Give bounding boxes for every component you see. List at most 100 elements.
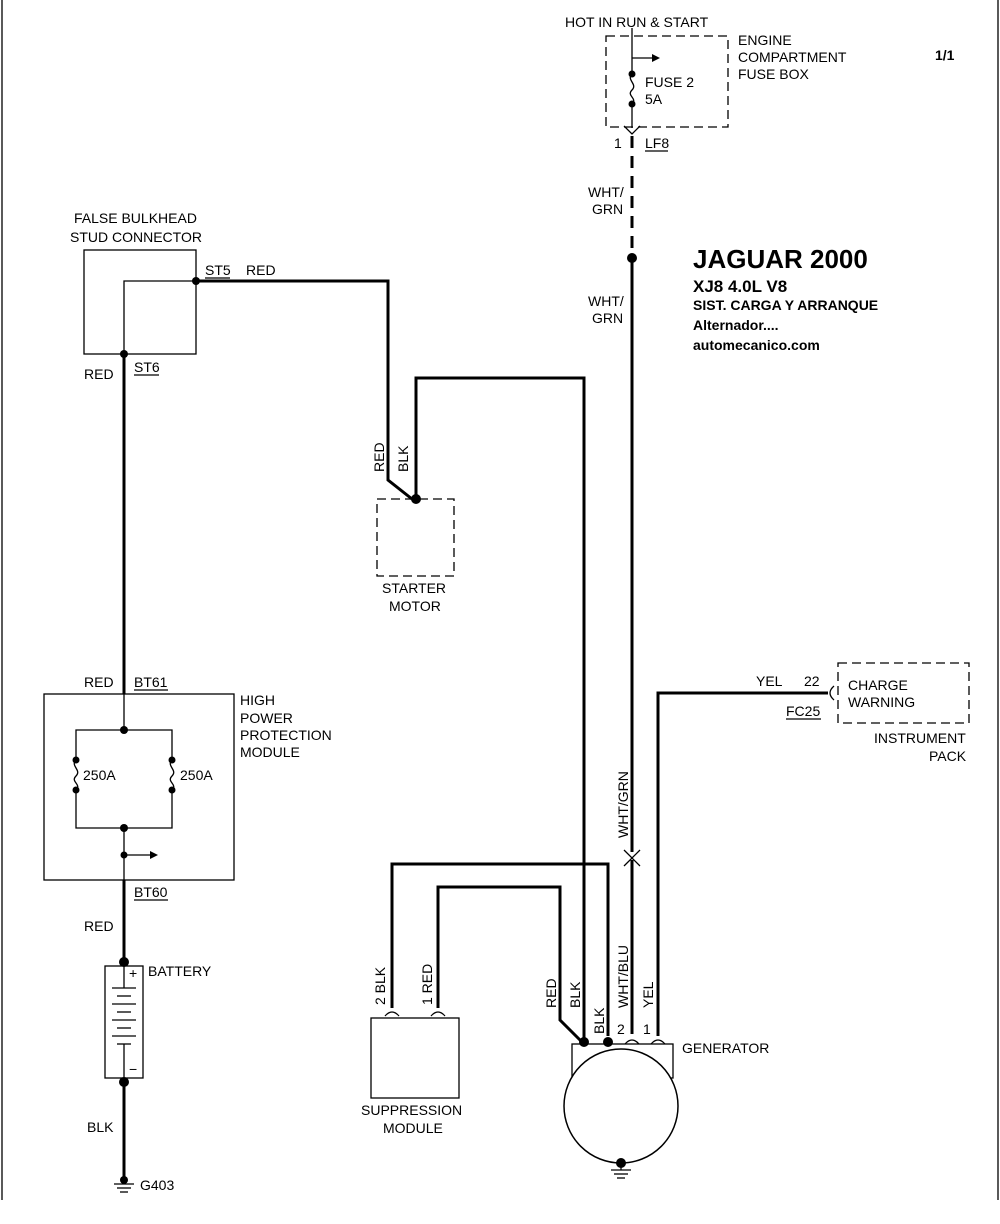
fuse-box-name-2: COMPARTMENT	[738, 49, 847, 65]
starter-red-label: RED	[371, 442, 387, 472]
ground-label: G403	[140, 1177, 174, 1193]
bt61-wire-color: RED	[84, 674, 114, 690]
generator-label: GENERATOR	[682, 1040, 769, 1056]
connector-lf8-symbol	[623, 125, 641, 135]
header-title: JAGUAR 2000	[693, 244, 868, 274]
fuse-box-name-1: ENGINE	[738, 32, 792, 48]
bulkhead-connector: FALSE BULKHEAD STUD CONNECTOR ST5 RED ST…	[70, 210, 276, 382]
charge-warning-2: WARNING	[848, 694, 915, 710]
header-system: SIST. CARGA Y ARRANQUE	[693, 297, 878, 313]
wht-grn-label-1b: GRN	[592, 201, 623, 217]
ground-icon	[611, 1169, 631, 1179]
fc25-connector: FC25	[786, 703, 820, 719]
wht-grn-label-vertical: WHT/GRN	[615, 771, 631, 838]
fuse-250a-left	[73, 759, 79, 791]
module-name-4: MODULE	[240, 744, 300, 760]
protection-module: BT61 HIGH POWER PROTECTION MODULE 250A 2…	[43, 674, 332, 901]
fuse-right-rating: 250A	[180, 767, 213, 783]
supp-pin2-label: 2 BLK	[372, 966, 388, 1005]
engine-fuse-box: HOT IN RUN & START ENGINE COMPARTMENT FU…	[565, 14, 847, 152]
st5-label: ST5	[205, 262, 231, 278]
ground-wire-color: BLK	[87, 1119, 114, 1135]
battery-positive-terminal	[119, 957, 129, 967]
wht-grn-label-2a: WHT/	[588, 293, 624, 309]
gen-blk1-label: BLK	[567, 981, 583, 1008]
wire-blk-suppression	[390, 862, 610, 1036]
module-name-2: POWER	[240, 710, 293, 726]
header-model: XJ8 4.0L V8	[693, 277, 787, 296]
gen-pin1-connector	[650, 1039, 666, 1045]
lf8-pin: 1	[614, 135, 622, 151]
charge-warning-1: CHARGE	[848, 677, 908, 693]
page-number: 1/1	[935, 47, 955, 63]
instrument-pack-1: INSTRUMENT	[874, 730, 966, 746]
gen-red-label: RED	[543, 978, 559, 1008]
fc25-pin: 22	[804, 673, 820, 689]
fuse-name: FUSE 2	[645, 74, 694, 90]
starter-label-2: MOTOR	[389, 598, 441, 614]
ground-icon	[114, 1183, 134, 1193]
gen-wht-blu-label: WHT/BLU	[615, 945, 631, 1008]
wire-blk-starter-generator	[414, 376, 586, 1042]
module-bus-top	[75, 729, 173, 760]
suppression-outline	[370, 1017, 460, 1099]
bt60-wire-color: RED	[84, 918, 114, 934]
instrument-pack-2: PACK	[929, 748, 967, 764]
st5-wire-color: RED	[246, 262, 276, 278]
module-bus-bottom	[75, 790, 173, 829]
fuse-2-symbol	[629, 73, 635, 105]
generator-body	[563, 1048, 679, 1164]
fuse-box-outline	[605, 35, 729, 128]
suppression-module: SUPPRESSION MODULE	[361, 1011, 462, 1136]
bt61-label: BT61	[134, 674, 168, 690]
starter-terminal	[411, 494, 421, 504]
battery-label: BATTERY	[148, 963, 212, 979]
bulkhead-name-1: FALSE BULKHEAD	[74, 210, 197, 226]
wire-red-starter	[196, 279, 413, 501]
protection-module-outline	[43, 693, 235, 881]
gen-terminal-b2	[603, 1037, 613, 1047]
supp-pin1-symbol	[430, 1011, 446, 1017]
arrow-right-icon	[652, 54, 660, 62]
starter-blk-label: BLK	[395, 445, 411, 472]
generator: GENERATOR	[563, 1037, 769, 1179]
gen-blk2-label: BLK	[591, 1007, 607, 1034]
wht-grn-label-1a: WHT/	[588, 184, 624, 200]
supp-pin1-label: 1 RED	[419, 964, 435, 1005]
instrument-pack: CHARGE WARNING INSTRUMENT PACK 22 FC25	[786, 662, 970, 764]
starter-motor: STARTER MOTOR	[376, 494, 455, 614]
gen-yel-label: YEL	[640, 981, 656, 1008]
supp-pin2-symbol	[384, 1011, 400, 1017]
suppression-label-2: MODULE	[383, 1120, 443, 1136]
header-component: Alternador....	[693, 317, 779, 333]
bulkhead-stud	[123, 280, 196, 354]
bulkhead-name-2: STUD CONNECTOR	[70, 229, 202, 245]
wire-yel-charge	[656, 691, 828, 1036]
inline-connector-lower	[623, 857, 641, 867]
gen-pin1: 1	[643, 1021, 651, 1037]
fuse-left-rating: 250A	[83, 767, 116, 783]
battery-minus: −	[129, 1061, 137, 1077]
wire-red-suppression	[436, 885, 584, 1044]
st6-wire-color: RED	[84, 366, 114, 382]
yel-wire-color: YEL	[756, 673, 783, 689]
fc25-connector-symbol	[829, 685, 835, 701]
battery-plus: +	[129, 965, 137, 981]
st6-label: ST6	[134, 359, 160, 375]
fuse-box-name-3: FUSE BOX	[738, 66, 809, 82]
gen-terminal-b1	[579, 1037, 589, 1047]
instrument-outline	[837, 662, 970, 724]
header-site: automecanico.com	[693, 337, 820, 353]
gen-pin2: 2	[617, 1021, 625, 1037]
bulkhead-outline	[83, 249, 197, 355]
suppression-label-1: SUPPRESSION	[361, 1102, 462, 1118]
gen-pin2-connector	[624, 1039, 640, 1045]
module-name-1: HIGH	[240, 692, 275, 708]
fuse-rating: 5A	[645, 91, 663, 107]
ground-terminal	[120, 1176, 128, 1184]
fuse-250a-right	[169, 759, 175, 791]
header: JAGUAR 2000 XJ8 4.0L V8 SIST. CARGA Y AR…	[693, 244, 878, 353]
battery: + − BATTERY	[104, 963, 212, 1079]
starter-outline	[376, 498, 455, 577]
